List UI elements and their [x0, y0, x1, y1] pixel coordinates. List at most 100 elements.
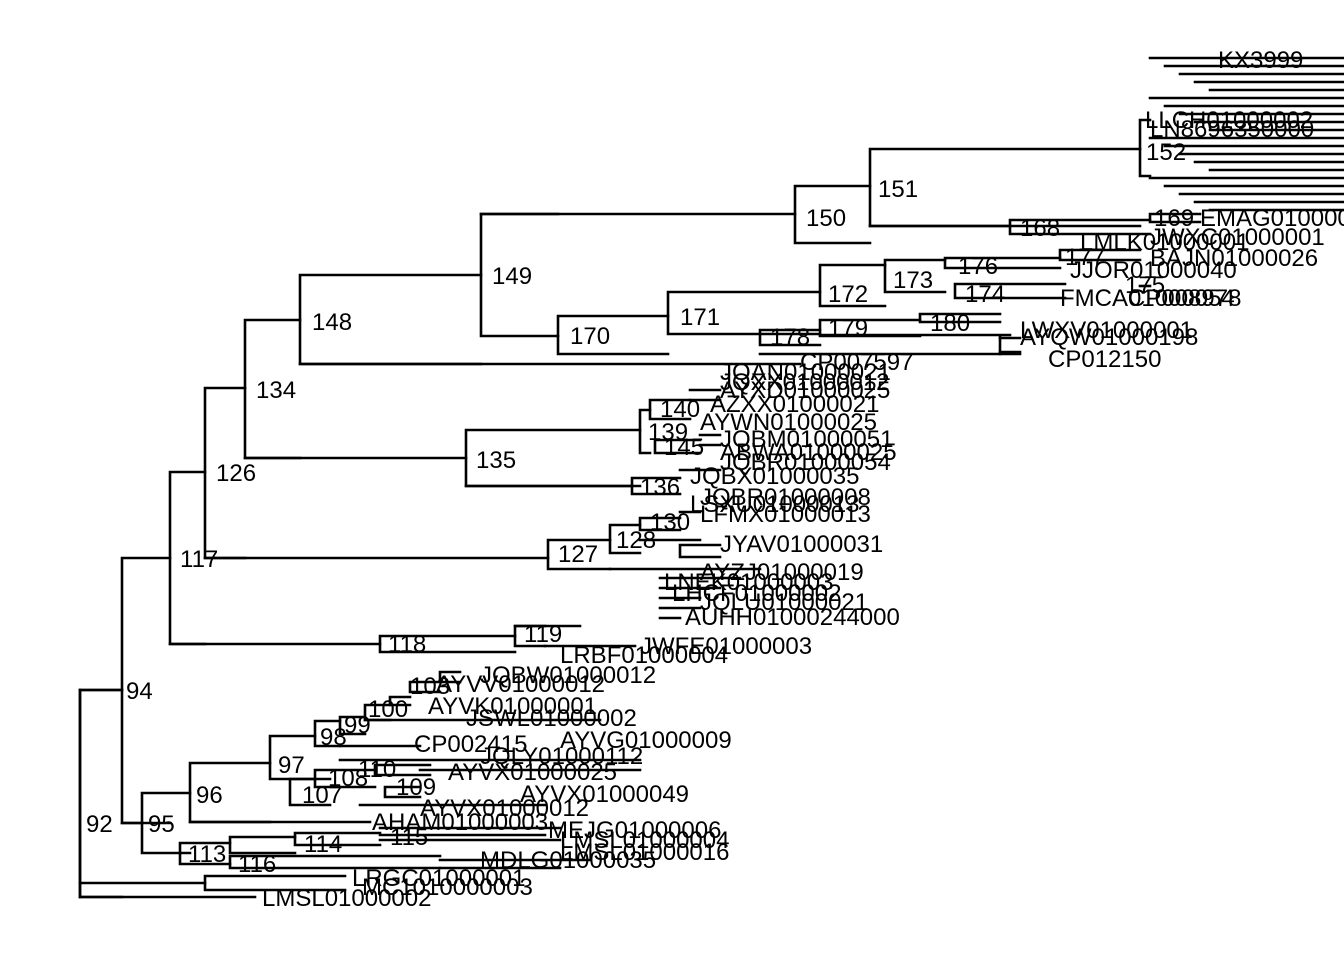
node-label-140: 140 [660, 396, 700, 423]
clade-branch [438, 670, 462, 684]
node-label-127: 127 [558, 541, 598, 568]
node-label-130: 130 [650, 509, 690, 536]
tip-label: EMAG01000007 [1200, 205, 1344, 232]
clade-branch [388, 695, 412, 707]
node-label-134: 134 [256, 377, 296, 404]
tip-label: JQBX01000035 [690, 463, 859, 490]
clade-branch [228, 854, 442, 870]
tip-label: MEJG01000006 [548, 817, 721, 844]
node-label-176: 176 [958, 253, 998, 280]
tip-label: JQBR01000008 [700, 484, 871, 511]
tip-label: JYAV01000031 [720, 531, 883, 558]
tip-label: MDLG01000035 [480, 847, 656, 874]
node-label-96: 96 [196, 782, 223, 809]
tip-label: AYQW01000198 [1020, 324, 1198, 351]
tip-label: CP002415 [414, 731, 527, 758]
tip-label: AYVG01000009 [560, 727, 732, 754]
clade-branch [678, 543, 722, 559]
tip-label: LRBF01000004 [560, 642, 728, 669]
node-label-103: 103 [410, 673, 450, 700]
tip-label: LNEK01000003 [664, 569, 833, 596]
clade-branch [1148, 212, 1202, 224]
tree-branches [78, 56, 1344, 899]
clade-branch [228, 835, 297, 855]
tip-label: LMSL01000002 [262, 885, 431, 912]
clade-branch [1008, 218, 1152, 236]
tip-label: LHCF01000002 [672, 580, 841, 607]
tip-label: JQBR01000054 [720, 449, 891, 476]
tip-label: CP008978 [1128, 285, 1241, 312]
clade-branch [953, 282, 1067, 300]
clade-branch [313, 719, 342, 748]
tip-label: JQBM01000051 [720, 426, 893, 453]
tip-label: JQXX01000012 [720, 369, 889, 396]
tip-label: AHAM01000003 [372, 809, 548, 836]
node-label-95: 95 [148, 811, 175, 838]
tip-label: JQAN01000021 [720, 359, 891, 386]
node-label-114: 114 [304, 831, 342, 858]
node-label-168: 168 [1020, 215, 1060, 242]
node-label-128: 128 [616, 527, 656, 554]
node-label-171: 171 [680, 304, 720, 331]
node-label-98: 98 [320, 724, 347, 751]
node-label-150: 150 [806, 205, 846, 232]
tip-label: FMCA01000054 [1060, 285, 1235, 312]
node-label-116: 116 [238, 851, 276, 878]
clade-branch [818, 263, 887, 308]
tip-label: MC1010000003 [362, 874, 533, 901]
node-label-113: 113 [188, 841, 226, 868]
node-label-136: 136 [640, 474, 680, 501]
clade-branch [758, 328, 822, 347]
clade-branch [293, 831, 382, 847]
tip-label: CP012150 [1048, 346, 1161, 373]
clade-branch [1058, 248, 1142, 262]
tip-label: LMSL01000016 [560, 839, 729, 866]
tip-label: BAJN01000026 [1150, 245, 1318, 272]
node-label-151: 151 [878, 176, 918, 203]
clade-branch [918, 312, 1002, 324]
node-label-99: 99 [344, 712, 371, 739]
tip-label: ABWA01000025 [720, 439, 897, 466]
tip-label: LWXV01000001 [1020, 317, 1193, 344]
tip-label: AYVX01000049 [520, 781, 689, 808]
clade-branch [313, 768, 377, 789]
node-label-117: 117 [180, 546, 218, 573]
clade-branch [666, 290, 822, 336]
node-label-100: 100 [368, 696, 408, 723]
node-label-174: 174 [965, 281, 1005, 308]
node-label-178: 178 [770, 324, 810, 351]
tip-label: AYVK01000001 [428, 693, 597, 720]
tip-label: AYVX01000012 [420, 795, 589, 822]
clade-branch [648, 398, 692, 421]
tip-label: AYVV01000012 [436, 671, 605, 698]
node-label-126: 126 [216, 460, 256, 487]
clade-branch [338, 715, 367, 736]
node-label-108: 108 [328, 765, 368, 792]
clade-branch [1138, 118, 1152, 178]
clade-branch [373, 763, 432, 777]
node-label-175: 175 [1125, 272, 1165, 299]
node-label-92: 92 [86, 811, 113, 838]
tip-label: LRGC01000001 [352, 865, 525, 892]
root-branch [78, 688, 124, 899]
node-label-109: 109 [396, 774, 436, 801]
clade-branch [883, 258, 947, 294]
tip-label: JQBW01000012 [480, 662, 656, 689]
node-label-177: 177 [1065, 244, 1105, 271]
clade-branch [203, 874, 347, 892]
node-label-107: 107 [302, 782, 342, 809]
tip-label: JSWL01000002 [466, 705, 637, 732]
node-label-149: 149 [492, 263, 532, 290]
clade-branch [556, 314, 670, 356]
node-label-179: 179 [828, 315, 868, 342]
node-label-110: 110 [358, 756, 396, 783]
tip-label: LMSL01000004 [560, 827, 729, 854]
node-label-170: 170 [570, 323, 610, 350]
tip-label: CP007597 [800, 349, 913, 376]
tip-label: AYWN01000025 [700, 409, 877, 436]
tip-label: LLCH01000002 [1145, 107, 1313, 134]
node-label-139: 139 [648, 419, 688, 446]
node-label-118: 118 [388, 631, 426, 658]
